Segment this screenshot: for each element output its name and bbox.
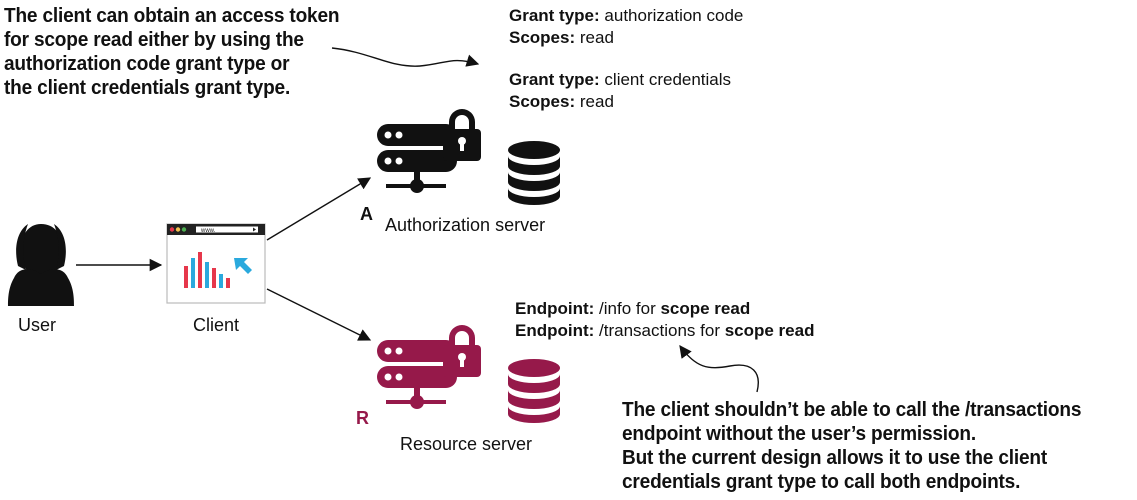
scopes-label: Scopes: [509, 92, 576, 111]
bottom-note-arrow [679, 344, 759, 393]
bottom-note: The client shouldn’t be able to call the… [622, 398, 1081, 494]
resource-server-label: Resource server [400, 434, 533, 454]
client-bar-3 [198, 252, 202, 288]
bottom-note-line: endpoint without the user’s permission. [622, 422, 976, 445]
auth-server-label: Authorization server [385, 215, 546, 235]
client-bar-5 [212, 268, 216, 288]
top-note-line: authorization code grant type or [4, 52, 290, 75]
user-label: User [18, 315, 57, 335]
grant-type-value: client credentials [604, 70, 732, 89]
bottom-note-line: But the current design allows it to use … [622, 446, 1048, 469]
top-note-line: the client credentials grant type. [4, 76, 291, 99]
endpoint-row: Endpoint: /info for scope read [515, 298, 814, 320]
grant-type-value: authorization code [604, 6, 744, 25]
auth-server-letter: A [360, 204, 373, 224]
resource-server-letter: R [356, 408, 369, 428]
bottom-note-line: credentials grant type to call both endp… [622, 470, 1021, 493]
endpoint-path: /info for [594, 299, 661, 318]
endpoint-row: Endpoint: /transactions for scope read [515, 320, 814, 342]
grant-block-1: Grant type: authorization code Scopes: r… [509, 5, 743, 49]
endpoint-scope: scope read [660, 299, 751, 318]
bottom-note-line: The client shouldn’t be able to call the… [622, 398, 1082, 421]
client-url-text: www. [200, 228, 216, 234]
scopes-value: read [579, 92, 614, 111]
scopes-value: read [579, 28, 614, 47]
auth-database-icon [508, 141, 560, 205]
resource-database-icon [508, 359, 560, 423]
top-note-line: The client can obtain an access token [4, 4, 340, 27]
client-bar-4 [205, 262, 209, 288]
endpoint-path: /transactions for [594, 321, 725, 340]
user-icon [8, 224, 74, 306]
client-label: Client [193, 315, 240, 335]
resource-server-icon [377, 325, 481, 409]
client-bar-6 [219, 274, 223, 288]
top-note-line: for scope read either by using the [4, 28, 304, 51]
client-bar-7 [226, 278, 230, 288]
client-bar-2 [191, 258, 195, 288]
grant-type-label: Grant type: [509, 6, 600, 25]
endpoint-label: Endpoint: [515, 299, 595, 318]
endpoint-label: Endpoint: [515, 321, 595, 340]
grant-type-label: Grant type: [509, 70, 600, 89]
endpoints-block: Endpoint: /info for scope read Endpoint:… [515, 298, 814, 342]
endpoint-scope: scope read [724, 321, 815, 340]
cursor-arrow-icon [234, 258, 252, 274]
client-bar-1 [184, 266, 188, 288]
client-browser-icon [166, 223, 266, 304]
top-note-arrow [331, 47, 480, 67]
client-to-auth-arrow [266, 177, 372, 241]
client-to-resource-arrow [266, 288, 372, 341]
top-note: The client can obtain an access token fo… [4, 4, 340, 100]
scopes-label: Scopes: [509, 28, 576, 47]
grant-block-2: Grant type: client credentials Scopes: r… [509, 69, 731, 113]
auth-server-icon [377, 109, 481, 193]
